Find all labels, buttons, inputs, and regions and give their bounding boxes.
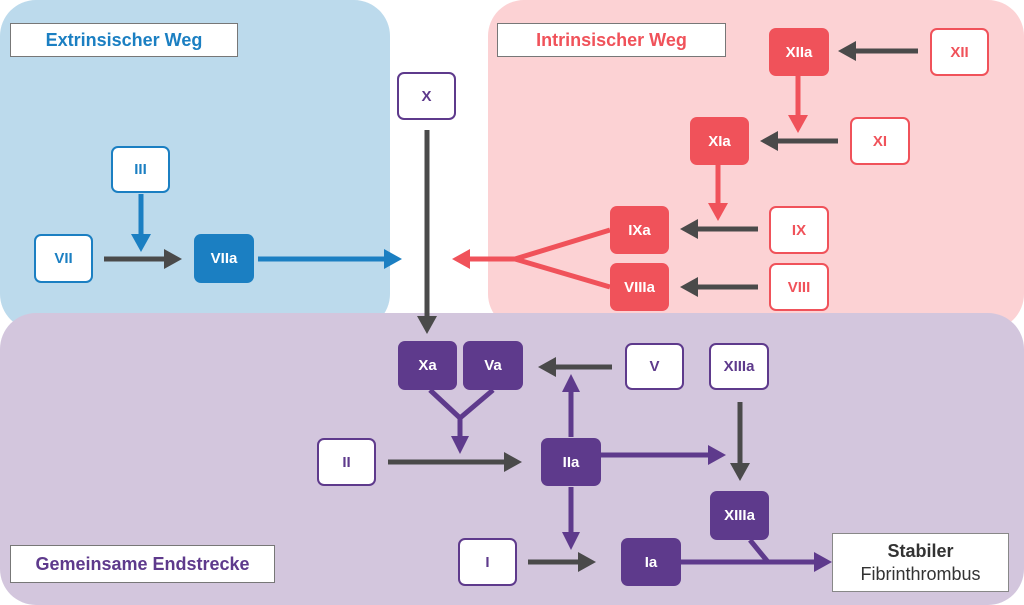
factor-xiiia: XIIIa [710, 491, 769, 540]
factor-iii: III [111, 146, 170, 193]
factor-viiia: VIIIa [610, 263, 669, 311]
result-stable-fibrin-thrombus: Stabiler Fibrinthrombus [832, 533, 1009, 592]
factor-iia: IIa [541, 438, 601, 486]
factor-ia: Ia [621, 538, 681, 586]
factor-x: X [397, 72, 456, 120]
arrow-xii-to-xiia [838, 41, 918, 61]
factor-viii: VIII [769, 263, 829, 311]
factor-xiia: XIIa [769, 28, 829, 76]
arrow-xia-to-ixa [708, 163, 728, 221]
arrow-viia-to-x [258, 249, 402, 269]
factor-viia: VIIa [194, 234, 254, 283]
arrow-xiia-to-xia [788, 76, 808, 133]
arrow-iia-to-xiiia [600, 445, 726, 465]
arrow-x-to-xa [417, 130, 437, 334]
arrow-vii-to-viia [104, 249, 182, 269]
factor-xia: XIa [690, 117, 749, 165]
extrinsic-title: Extrinsischer Weg [10, 23, 238, 57]
result-line1: Stabiler [887, 540, 954, 561]
arrow-xa-va-merge [428, 388, 495, 454]
arrow-ii-to-iia [388, 452, 522, 472]
factor-v: V [625, 343, 684, 390]
factor-i: I [458, 538, 517, 586]
factor-vii: VII [34, 234, 93, 283]
factor-ixa: IXa [610, 206, 669, 254]
common-title: Gemeinsame Endstrecke [10, 545, 275, 583]
arrow-ixa-viiia-to-x [452, 227, 611, 290]
factor-xiiia-top: XIIIa [709, 343, 769, 390]
factor-va: Va [463, 341, 523, 390]
factor-ii: II [317, 438, 376, 486]
intrinsic-title: Intrinsischer Weg [497, 23, 726, 57]
result-line2: Fibrinthrombus [860, 563, 981, 584]
arrow-iia-down-to-ia [562, 487, 580, 550]
arrow-viii-to-viiia [680, 277, 758, 297]
factor-xi: XI [850, 117, 910, 165]
arrow-i-to-ia [528, 552, 596, 572]
factor-xa: Xa [398, 341, 457, 390]
arrow-xiiia-top-down [730, 402, 750, 481]
arrow-xiiia-to-result [748, 538, 770, 564]
arrow-xi-to-xia [760, 131, 838, 151]
factor-ix: IX [769, 206, 829, 254]
arrow-v-to-va [538, 357, 612, 377]
factor-xii: XII [930, 28, 989, 76]
arrow-iia-up-to-v [562, 374, 580, 437]
arrow-ix-to-ixa [680, 219, 758, 239]
arrow-ia-to-result [680, 552, 832, 572]
arrow-iii-to-viia [131, 194, 151, 252]
